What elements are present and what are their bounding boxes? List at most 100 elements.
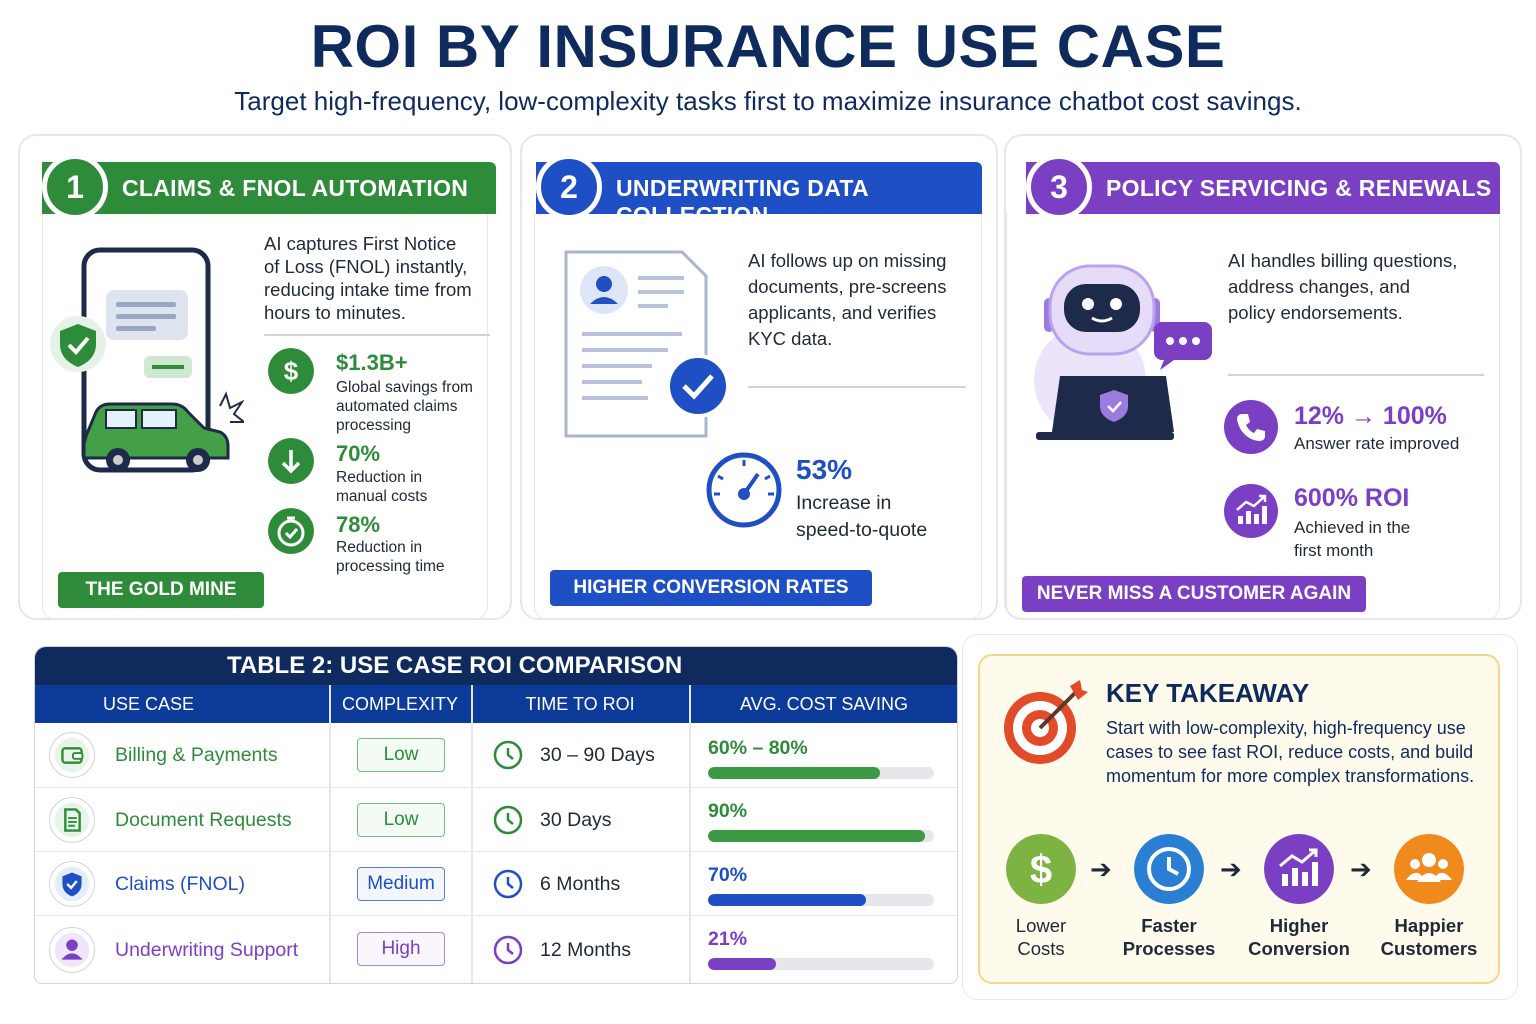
divider [1228, 374, 1484, 376]
card-tagline: THE GOLD MINE [58, 572, 264, 608]
card-number: 2 [536, 154, 602, 220]
page-title: ROI BY INSURANCE USE CASE [310, 13, 1226, 80]
flow-label-line: Conversion [1248, 938, 1350, 959]
dollar-icon: $ [268, 348, 314, 394]
takeaway-text: Start with low-complexity, high-frequenc… [1106, 718, 1475, 786]
saving-bar [708, 894, 934, 906]
card-description: AI handles billing questions, address ch… [1228, 248, 1498, 326]
card-title: POLICY SERVICING & RENEWALS [1106, 175, 1492, 201]
flow-label-line: Higher [1269, 915, 1329, 936]
use-case-name: Billing & Payments [115, 744, 278, 766]
stat-label-line: manual costs [336, 488, 428, 505]
saving-bar [708, 767, 934, 779]
table-row: Claims (FNOL) Medium 6 Months 70% [35, 851, 957, 915]
saving-bar-fill [708, 958, 776, 970]
card-body [42, 212, 488, 620]
key-takeaway-panel: KEY TAKEAWAY Start with low-complexity, … [978, 654, 1500, 984]
arrow-right-icon: ➔ [1090, 854, 1112, 884]
desc-line: documents, pre-screens [748, 276, 947, 297]
divider [264, 334, 490, 336]
flow-label-line: Customers [1380, 938, 1478, 959]
shield-icon [49, 861, 95, 907]
saving-bar [708, 830, 934, 842]
stat-value: 78% [336, 512, 381, 537]
time-to-roi: 30 – 90 Days [540, 744, 655, 766]
time-to-roi: 12 Months [540, 939, 632, 961]
saving-value: 21% [708, 928, 748, 950]
dollar-icon: $ [1006, 834, 1076, 904]
stat-label-line: Reduction in [336, 469, 423, 486]
use-case-name: Underwriting Support [115, 939, 299, 961]
card-tagline: HIGHER CONVERSION RATES [550, 570, 872, 606]
card-banner: 2 UNDERWRITING DATA COLLECTION [536, 154, 982, 228]
takeaway-title: KEY TAKEAWAY [1106, 678, 1310, 708]
stat-value: 53% [796, 454, 853, 485]
saving-value: 60% – 80% [708, 737, 808, 759]
card-tagline: NEVER MISS A CUSTOMER AGAIN [1022, 576, 1366, 612]
clock-icon [493, 935, 523, 965]
document-check-illustration [564, 250, 730, 438]
time-to-roi: 6 Months [540, 873, 621, 895]
card-number: 1 [42, 154, 108, 220]
use-case-name: Document Requests [115, 809, 292, 831]
card-description: AI captures First Notice of Loss (FNOL) … [264, 232, 494, 324]
stat-label-line: processing [336, 417, 411, 434]
stat-label: Answer rate improved [1294, 434, 1459, 453]
stat-label-line: Achieved in the [1294, 518, 1411, 537]
flow-label-line: Happier [1394, 915, 1464, 936]
desc-line: applicants, and verifies [748, 302, 937, 323]
column-divider [329, 685, 331, 983]
stat-label: Reduction in manual costs [336, 468, 427, 506]
stat-label-line: Answer rate improved [1294, 434, 1460, 453]
arrow-right-icon: ➔ [1350, 854, 1372, 884]
people-icon [1394, 834, 1464, 904]
desc-line: reducing intake time from [264, 279, 472, 300]
column-header: USE CASE [103, 694, 195, 714]
card-body [1006, 212, 1500, 620]
stat-label: Achieved in the first month [1294, 516, 1410, 562]
arrow-down-icon [268, 438, 314, 484]
page-subtitle: Target high-frequency, low-complexity ta… [234, 86, 1302, 116]
flow-label-line: Costs [1017, 938, 1065, 959]
table-header: USE CASE COMPLEXITY TIME TO ROI AVG. COS… [35, 685, 957, 723]
table-row: Document Requests Low 30 Days 90% [35, 787, 957, 851]
flow-label: Lower Costs [981, 914, 1101, 960]
clock-icon [493, 740, 523, 770]
card-banner: 1 CLAIMS & FNOL AUTOMATION [42, 154, 496, 220]
wallet-icon [49, 732, 95, 778]
flow-label: Faster Processes [1109, 914, 1229, 960]
table-row: Billing & Payments Low 30 – 90 Days 60% … [35, 723, 957, 787]
complexity-badge: Medium [357, 867, 445, 901]
stat-label: Global savings from automated claims pro… [336, 378, 473, 435]
phone-car-illustration [50, 247, 244, 473]
flow-label-line: Processes [1122, 938, 1216, 959]
card-description: AI follows up on missing documents, pre-… [748, 248, 980, 352]
card-number: 3 [1026, 154, 1092, 220]
saving-value: 70% [708, 864, 748, 886]
card-banner: 3 POLICY SERVICING & RENEWALS [1026, 154, 1500, 220]
desc-line: KYC data. [748, 328, 833, 349]
saving-bar [708, 958, 934, 970]
growth-chart-icon [1264, 834, 1334, 904]
stat-label-line: processing time [336, 558, 445, 575]
stat-label-line: automated claims [336, 398, 458, 415]
saving-bar-fill [708, 830, 925, 842]
stopwatch-icon [268, 508, 314, 554]
stat-label: Reduction in processing time [336, 538, 445, 576]
column-header: AVG. COST SAVING [739, 694, 909, 714]
desc-line: AI captures First Notice [264, 233, 457, 254]
table-row: Underwriting Support High 12 Months 21% [35, 915, 957, 983]
complexity-badge: High [357, 932, 445, 966]
clock-icon [1134, 834, 1204, 904]
use-case-name: Claims (FNOL) [115, 873, 245, 895]
column-header: COMPLEXITY [341, 694, 459, 714]
saving-bar-fill [708, 767, 880, 779]
complexity-badge: Low [357, 738, 445, 772]
arrow-right-icon: ➔ [1220, 854, 1242, 884]
stat-label: Increase in speed-to-quote [796, 490, 927, 544]
desc-line: policy endorsements. [1228, 302, 1403, 323]
flow-label: Happier Customers [1369, 914, 1489, 960]
card-claims-fnol: 1 CLAIMS & FNOL AUTOMATION AI captures F… [18, 134, 512, 620]
desc-line: AI handles billing questions, [1228, 250, 1458, 271]
speedometer-icon [706, 452, 782, 528]
